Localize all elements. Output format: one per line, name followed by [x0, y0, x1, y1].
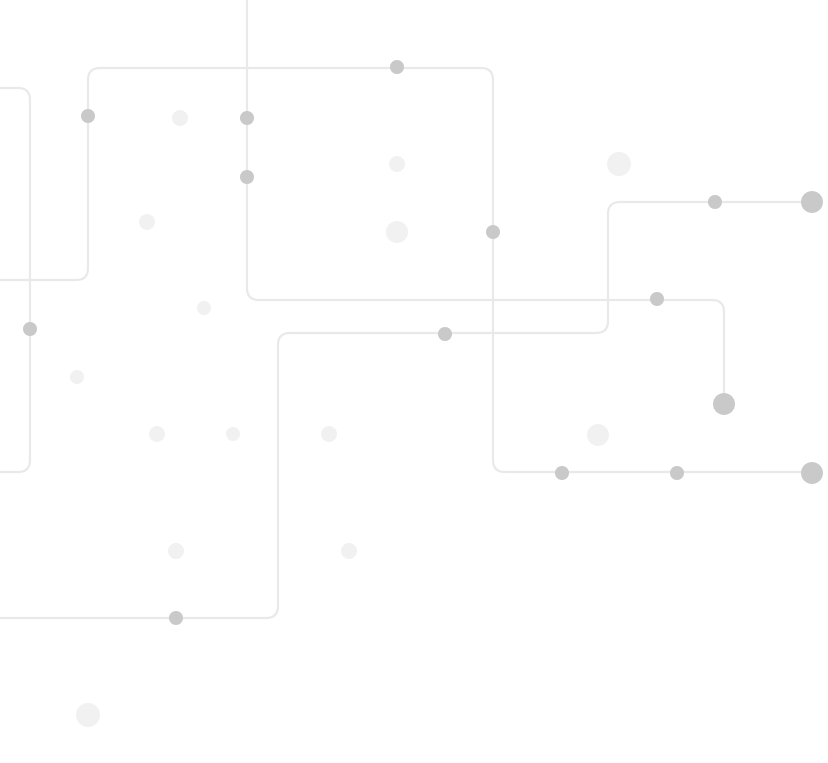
- faint-dot: [149, 426, 165, 442]
- circuit-trace: [0, 86, 32, 474]
- circuit-node: [23, 322, 37, 336]
- circuit-trace: [0, 200, 814, 620]
- faint-dot: [168, 543, 184, 559]
- faint-dot: [386, 221, 408, 243]
- faint-dot: [607, 152, 631, 176]
- circuit-node: [486, 225, 500, 239]
- circuit-traces: [0, 0, 814, 620]
- circuit-trace: [245, 0, 726, 406]
- faint-dot: [197, 301, 211, 315]
- circuit-node: [438, 327, 452, 341]
- faint-dot: [341, 543, 357, 559]
- circuit-node: [555, 466, 569, 480]
- faint-dot: [226, 427, 240, 441]
- circuit-node: [670, 466, 684, 480]
- circuit-node: [240, 111, 254, 125]
- circuit-node: [801, 462, 823, 484]
- faint-dots: [70, 110, 631, 727]
- circuit-node: [81, 109, 95, 123]
- circuit-node: [713, 393, 735, 415]
- faint-dot: [76, 703, 100, 727]
- circuit-trace: [0, 66, 814, 474]
- faint-dot: [587, 424, 609, 446]
- circuit-node: [169, 611, 183, 625]
- faint-dot: [172, 110, 188, 126]
- faint-dot: [70, 370, 84, 384]
- circuit-node: [240, 170, 254, 184]
- faint-dot: [321, 426, 337, 442]
- circuit-node: [390, 60, 404, 74]
- circuit-node: [708, 195, 722, 209]
- circuit-node: [801, 191, 823, 213]
- faint-dot: [139, 214, 155, 230]
- circuit-nodes: [23, 60, 823, 625]
- faint-dot: [389, 156, 405, 172]
- circuit-node: [650, 292, 664, 306]
